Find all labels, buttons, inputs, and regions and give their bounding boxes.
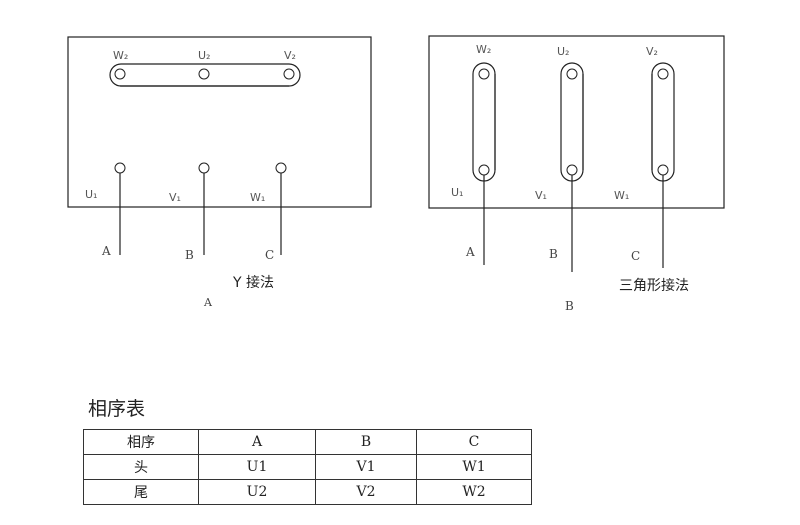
delta-jumper-2 — [560, 62, 584, 182]
wye-terminal-w2 — [114, 68, 126, 80]
table-cell: V2 — [315, 479, 417, 505]
wye-label-w2: W₂ — [113, 49, 128, 62]
wye-terminal-w1 — [275, 162, 287, 174]
wye-label-u2: U₂ — [198, 49, 210, 62]
delta-label-u2: U₂ — [557, 45, 569, 58]
delta-label-v1: V₁ — [535, 189, 547, 202]
table-header-cell: A — [198, 429, 316, 455]
wye-label-u1: U₁ — [85, 188, 97, 201]
delta-caption: 三角形接法 — [619, 277, 689, 294]
phase-table-title: 相序表 — [88, 398, 146, 420]
table-cell: W2 — [416, 479, 532, 505]
delta-label-u1: U₁ — [451, 186, 463, 199]
delta-terminal-v2 — [657, 68, 669, 80]
delta-extra-label-b: B — [565, 299, 574, 313]
wye-terminal-u1 — [114, 162, 126, 174]
table-cell: 头 — [83, 454, 199, 480]
table-header-cell: 相序 — [83, 429, 199, 455]
wye-terminal-box — [67, 36, 372, 208]
delta-jumper-3 — [651, 62, 675, 182]
delta-terminal-w2 — [478, 68, 490, 80]
wye-lead-label-a: A — [101, 244, 111, 258]
wye-lead-label-b: B — [185, 248, 194, 262]
table-header-cell: C — [416, 429, 532, 455]
delta-connection: W₂ U₂ V₂ U₁ V₁ W₁ A B C B 三角形接法 — [428, 35, 725, 313]
wye-connection: W₂ U₂ V₂ U₁ V₁ W₁ A B C Y 接法 A — [67, 36, 372, 309]
wye-lead-label-c: C — [265, 248, 274, 262]
wye-label-v1: V₁ — [169, 191, 181, 204]
delta-label-w1: W₁ — [614, 189, 629, 202]
table-row: 头 U1 V1 W1 — [83, 454, 532, 480]
delta-terminal-v1 — [566, 164, 578, 176]
table-cell: U1 — [198, 454, 316, 480]
wye-terminal-u2 — [198, 68, 210, 80]
delta-terminal-w1 — [657, 164, 669, 176]
table-cell: 尾 — [83, 479, 199, 505]
delta-jumper-1 — [472, 62, 496, 182]
table-cell: V1 — [315, 454, 417, 480]
table-cell: U2 — [198, 479, 316, 505]
wye-star-bridge — [109, 63, 301, 87]
wye-stray-label: A — [203, 296, 213, 309]
phase-sequence-table: 相序 A B C 头 U1 V1 W1 尾 U2 V2 W2 — [83, 429, 532, 505]
wye-label-v2: V₂ — [284, 49, 296, 62]
delta-label-v2: V₂ — [646, 45, 658, 58]
delta-lead-label-c: C — [631, 249, 640, 263]
wye-terminal-v1 — [198, 162, 210, 174]
delta-label-w2: W₂ — [476, 43, 491, 56]
table-header-row: 相序 A B C — [83, 429, 532, 455]
table-cell: W1 — [416, 454, 532, 480]
wye-label-w1: W₁ — [250, 191, 265, 204]
delta-terminal-u2 — [566, 68, 578, 80]
delta-terminal-u1 — [478, 164, 490, 176]
delta-lead-label-a: A — [465, 245, 475, 259]
table-header-cell: B — [315, 429, 417, 455]
wye-terminal-v2 — [283, 68, 295, 80]
delta-lead-label-b: B — [549, 247, 558, 261]
table-row: 尾 U2 V2 W2 — [83, 479, 532, 505]
delta-terminal-box — [428, 35, 725, 209]
wye-caption: Y 接法 — [232, 274, 274, 291]
